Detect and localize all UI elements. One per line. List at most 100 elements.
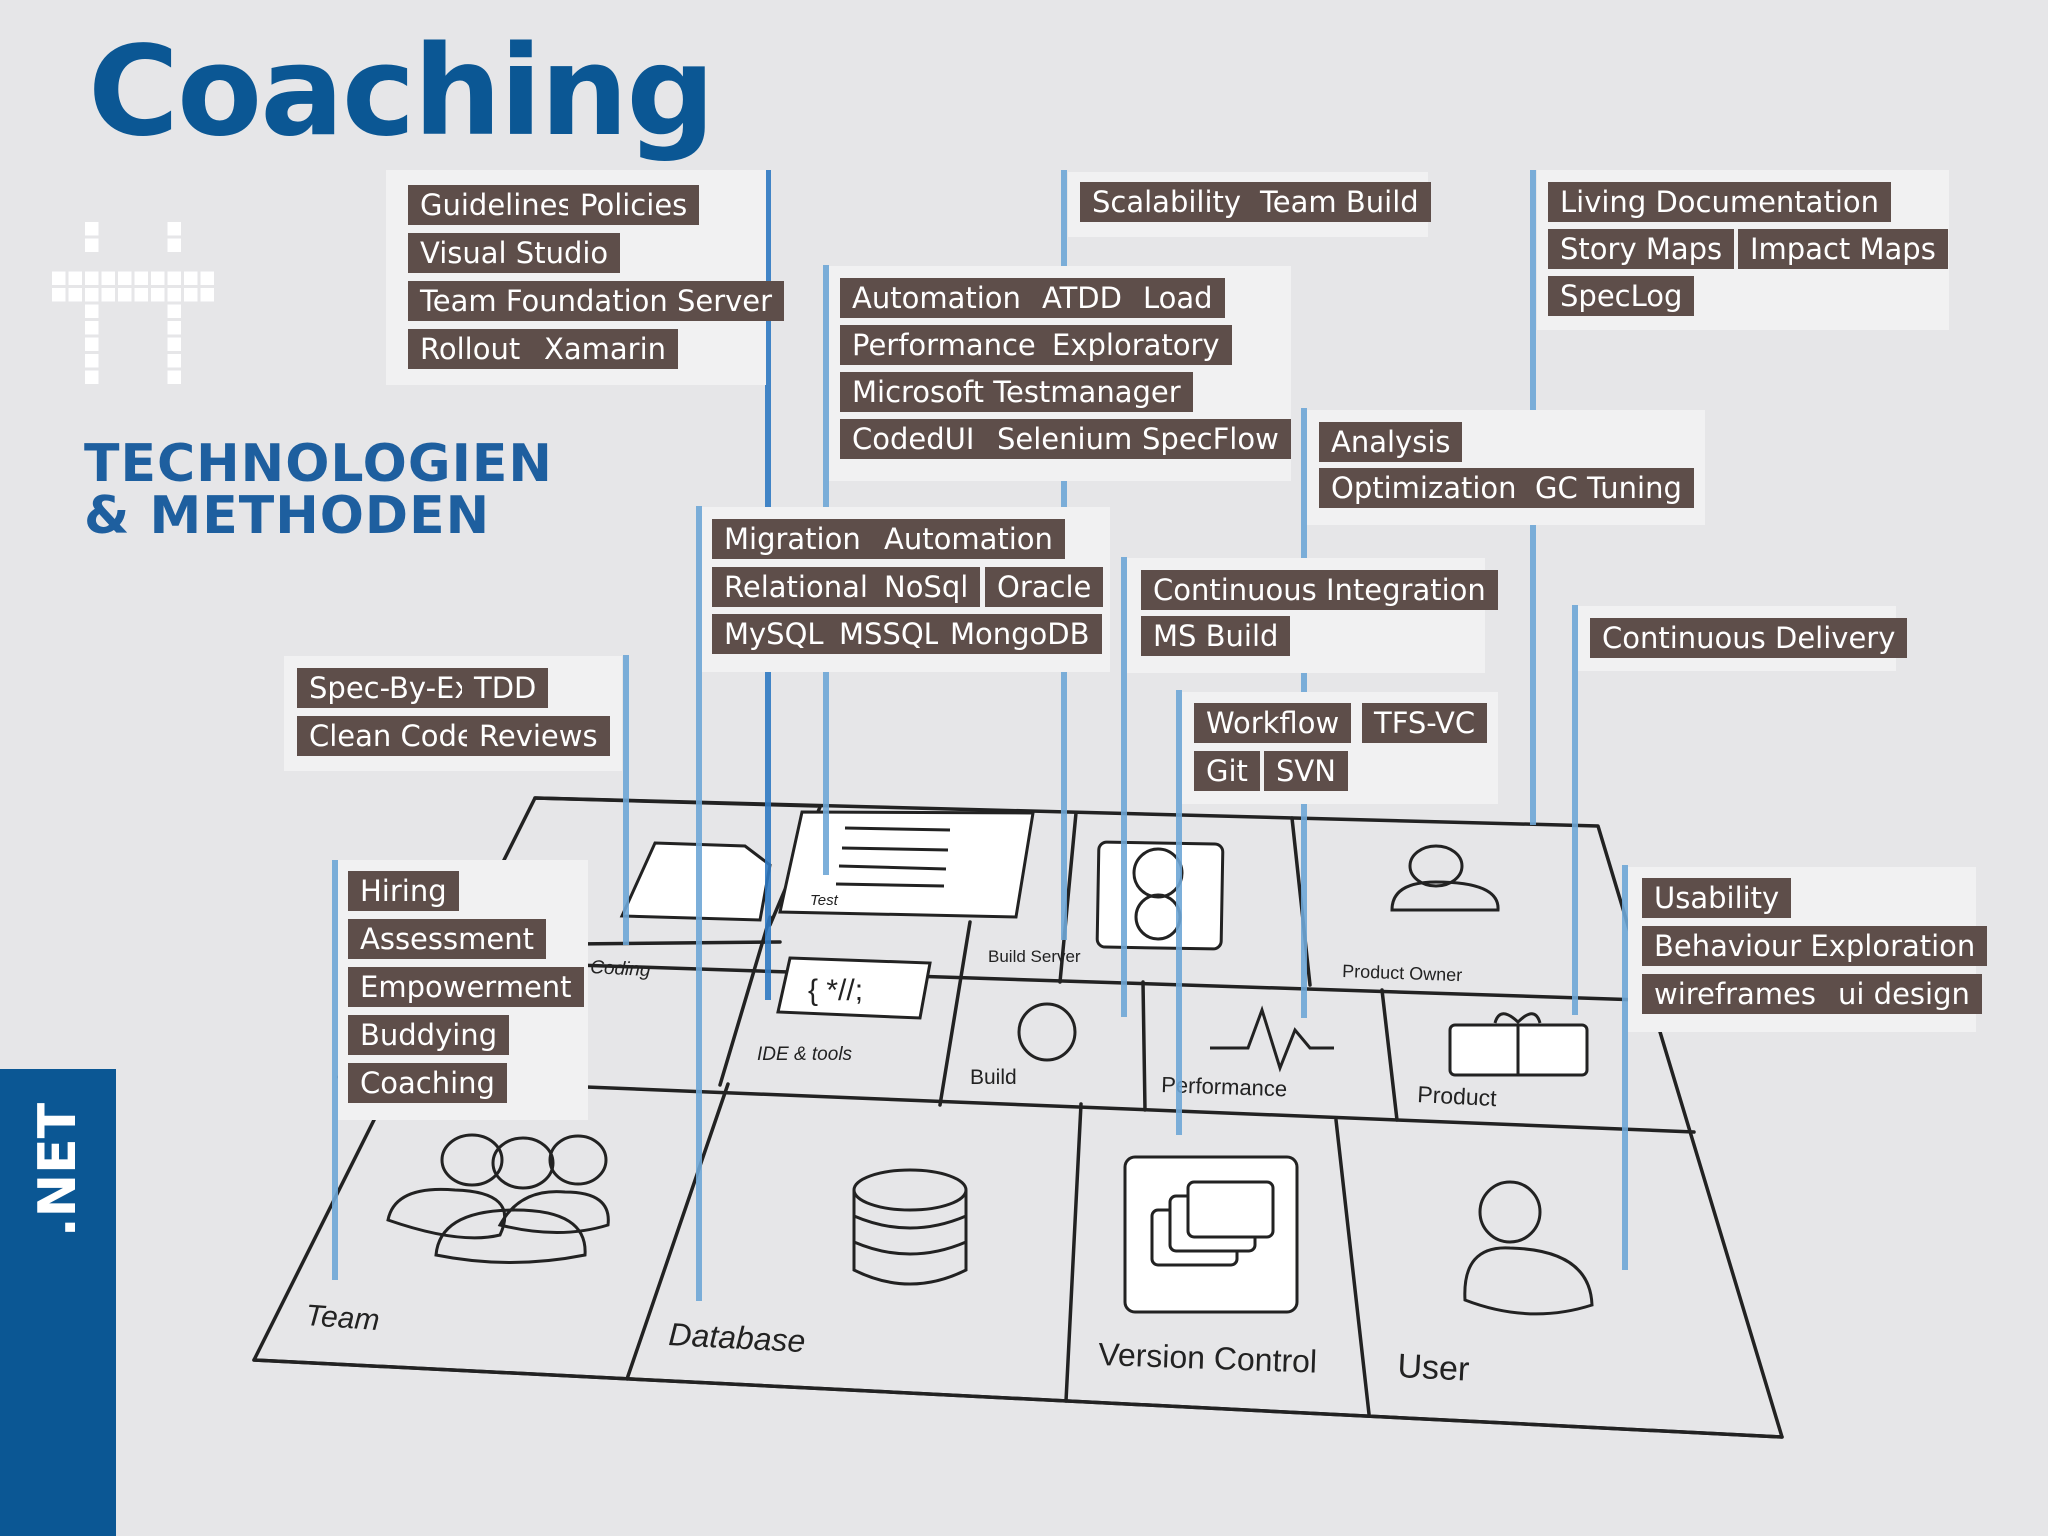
tag-usability: Usability (1642, 878, 1792, 918)
logo-pixel (85, 370, 99, 384)
logo-pixel (167, 370, 181, 384)
database-icon (852, 1168, 968, 1286)
tag-story-maps: Story Maps (1548, 229, 1735, 269)
tag-wireframes: wireframes (1642, 974, 1829, 1014)
tag-xamarin: Xamarin (532, 329, 679, 369)
panel-performance: Analysis Optimization GC Tuning (1307, 410, 1705, 525)
tag-selenium: Selenium (985, 419, 1145, 459)
tile-label-database: Database (668, 1316, 807, 1359)
tag-team-build: Team Build (1248, 182, 1431, 222)
brand-line-1: TECHNOLOGIEN (84, 434, 553, 494)
panel-coding-tools: Guidelines Policies Visual Studio Team F… (386, 170, 785, 385)
code-icon (776, 956, 932, 1020)
logo-pixel (68, 271, 82, 285)
panel-product: Continuous Delivery (1578, 606, 1908, 671)
tag-empowerment: Empowerment (348, 967, 584, 1007)
tile-label-test: Test (810, 892, 839, 909)
tag-migration: Migration (712, 519, 873, 559)
tag-specflow: SpecFlow (1130, 419, 1291, 459)
tile-label-version-control: Version Control (1098, 1336, 1318, 1380)
panel-user: Usability Behaviour Exploration wirefram… (1628, 867, 1988, 1032)
logo-pixel (184, 288, 198, 302)
tag-clean-code: Clean Code (297, 716, 487, 756)
tag-continuous-delivery: Continuous Delivery (1590, 618, 1908, 658)
logo-pixel (101, 271, 115, 285)
logo-pixel (200, 288, 214, 302)
tag-coaching: Coaching (348, 1063, 507, 1103)
tag-load: Load (1131, 278, 1225, 318)
logo-pixel (85, 238, 99, 252)
logo-icon (52, 222, 214, 384)
connector-build (1121, 557, 1127, 1017)
user-icon (1463, 1180, 1594, 1316)
tag-svn: SVN (1264, 751, 1348, 791)
tag-policies: Policies (568, 185, 700, 225)
ide-glyph: { *//; (808, 974, 863, 1007)
tag-ui-design: ui design (1826, 974, 1982, 1014)
connector-coding (623, 655, 629, 945)
logo-pixel (68, 288, 82, 302)
tile-label-user: User (1397, 1347, 1471, 1389)
tile-label-coding: Coding (590, 957, 652, 981)
logo-pixel (52, 288, 66, 302)
performance-icon (1210, 1005, 1334, 1073)
logo-pixel (167, 337, 181, 351)
tag-analysis: Analysis (1319, 422, 1463, 462)
connector-user (1622, 865, 1628, 1270)
tag-rollout: Rollout (408, 329, 533, 369)
logo-pixel (167, 238, 181, 252)
tag-exploratory: Exploratory (1040, 325, 1232, 365)
tag-speclog: SpecLog (1548, 276, 1695, 316)
logo-pixel (85, 288, 99, 302)
checklist-icon (778, 810, 1035, 919)
tag-continuous-integration: Continuous Integration (1141, 570, 1498, 610)
tag-visual-studio: Visual Studio (408, 233, 621, 273)
tag-gc-tuning: GC Tuning (1523, 468, 1694, 508)
logo-pixel (200, 271, 214, 285)
tile-label-build-server: Build Server (988, 947, 1081, 966)
tag-mongodb: MongoDB (938, 614, 1102, 654)
logo-pixel (167, 354, 181, 368)
connector-team (332, 860, 338, 1280)
logo-pixel (85, 271, 99, 285)
tag-reviews: Reviews (467, 716, 610, 756)
connector-database (696, 506, 702, 1301)
logo-pixel (167, 304, 181, 318)
tag-atdd: ATDD (1030, 278, 1134, 318)
connector-version-control (1176, 690, 1182, 1135)
tag-ms-build: MS Build (1141, 616, 1291, 656)
logo-pixel (151, 288, 165, 302)
connector-product (1572, 605, 1578, 1015)
logo-pixel (134, 271, 148, 285)
tag-tfs-vc: TFS-VC (1362, 703, 1488, 743)
tag-automation-test: Automation (840, 278, 1033, 318)
tag-ms-testmanager: Microsoft Testmanager (840, 372, 1193, 412)
tile-label-team: Team (305, 1299, 381, 1337)
product-owner-icon (1408, 844, 1464, 888)
panel-product-owner: Living Documentation Story Maps Impact M… (1537, 170, 1949, 330)
tag-hiring: Hiring (348, 871, 459, 911)
team-icon (386, 1133, 610, 1264)
panel-team: Hiring Assessment Empowerment Buddying C… (338, 860, 588, 1120)
tag-mysql: MySQL (712, 614, 836, 654)
logo-pixel (151, 271, 165, 285)
logo-pixel (85, 354, 99, 368)
panel-test: Automation ATDD Load Performance Explora… (829, 266, 1291, 481)
logo-pixel (118, 288, 132, 302)
logo-pixel (167, 321, 181, 335)
tag-spec-by-ex: Spec-By-Ex (297, 668, 484, 708)
tag-oracle: Oracle (985, 567, 1104, 607)
tile-label-product-owner: Product Owner (1342, 961, 1463, 985)
logo-pixel (85, 222, 99, 236)
logo-pixel (85, 337, 99, 351)
tag-git: Git (1194, 751, 1260, 791)
logo-pixel (101, 288, 115, 302)
tag-optimization: Optimization (1319, 468, 1529, 508)
tile-label-build: Build (970, 1066, 1017, 1089)
tag-scalability: Scalability (1080, 182, 1254, 222)
tag-workflow: Workflow (1194, 703, 1352, 743)
logo-pixel (85, 304, 99, 318)
logo-pixel (167, 288, 181, 302)
tag-mssql: MSSQL (827, 614, 952, 654)
